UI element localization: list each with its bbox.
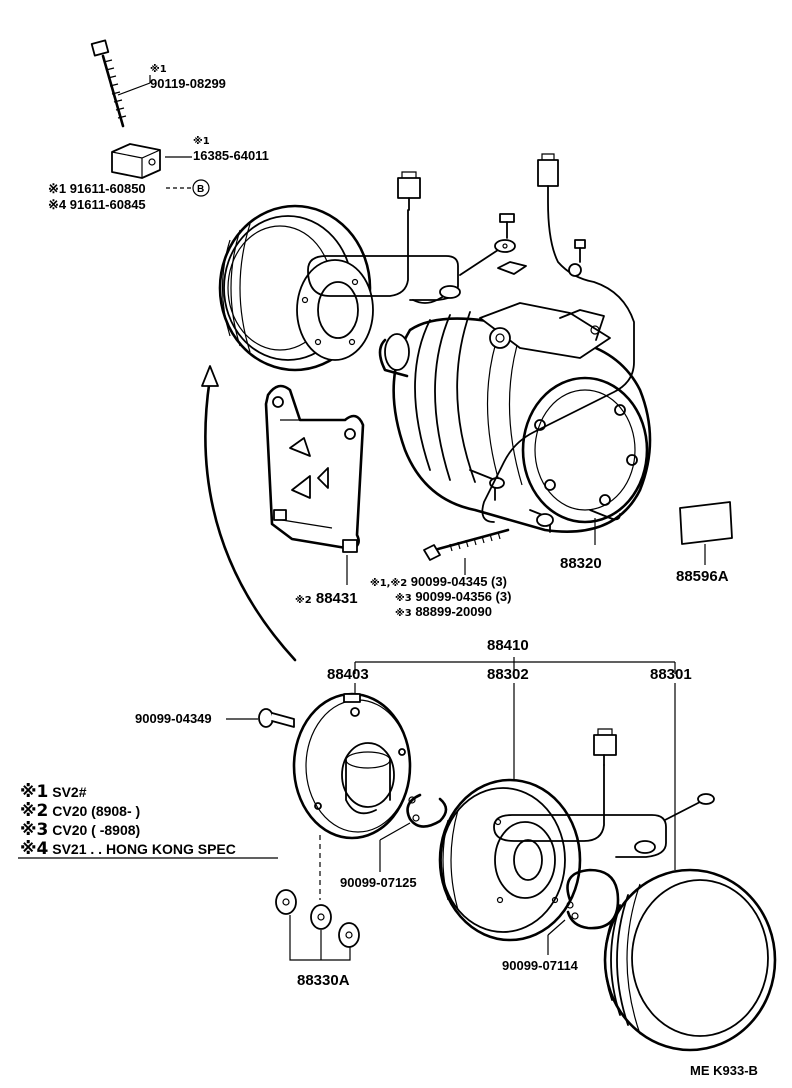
- bracket-bolt-1-number: 90099-04345 (3): [411, 574, 507, 589]
- svg-text:16385-64011: 16385-64011: [193, 148, 269, 163]
- bracket-bolt-3-mark: ※3: [395, 607, 412, 619]
- svg-text:88330A: 88330A: [297, 972, 350, 989]
- compressor-number: 88320: [560, 555, 602, 572]
- callout-b-circle: [192, 179, 210, 197]
- bracket-bolt-drawing: [423, 528, 510, 561]
- shims-drawing: [275, 889, 360, 948]
- ref-code: ME K933-B: [690, 1063, 758, 1078]
- shims-number: 88330A: [297, 972, 350, 989]
- legend-text-1: SV2#: [52, 784, 86, 800]
- svg-text:B: B: [197, 184, 204, 195]
- svg-text:90099-07114: 90099-07114: [502, 958, 579, 973]
- bolt-mark: ※1: [150, 63, 167, 75]
- svg-text:※1: ※1: [150, 63, 167, 75]
- compressor-drawing: [378, 302, 652, 533]
- bracket-mark: ※2: [295, 594, 312, 606]
- snap-ring-2-number: 90099-07114: [502, 958, 579, 973]
- bracket-number: 88431: [316, 590, 358, 607]
- svg-text:※3 CV20 ( -8908): ※3 CV20 ( -8908): [20, 820, 140, 840]
- legend-mark-1: ※1: [20, 782, 48, 802]
- snap-ring-1-drawing: [406, 793, 448, 828]
- legend-text-4: SV21 . . HONG KONG SPEC: [52, 841, 236, 857]
- upper-wire-harness: [307, 171, 516, 304]
- oring-a-mark: ※1: [48, 181, 66, 196]
- svg-text:※4 SV21 . . HONG KONG SP: ※4 SV21 . . HONG KONG SPEC: [20, 839, 236, 859]
- pulley-number: 88301: [650, 666, 692, 683]
- bolt-number: 90119-08299: [150, 76, 226, 91]
- svg-text:ME K933-B: ME K933-B: [690, 1063, 758, 1078]
- stator-wire: [493, 728, 715, 858]
- oring-b-mark: ※4: [48, 197, 67, 212]
- small-bolts-drawing: [497, 213, 586, 275]
- plate-bolt-drawing: [258, 708, 295, 728]
- snap-ring-1-number: 90099-07125: [340, 875, 417, 890]
- legend: ※1 SV2# ※2 CV20 (8908- ) ※3 CV20 ( -8908…: [18, 782, 278, 859]
- assembly-arrow: [204, 376, 297, 662]
- label-plate-number: 88596A: [676, 568, 729, 585]
- svg-text:88320: 88320: [560, 555, 602, 572]
- svg-text:※3 88899-20090: ※3 88899-20090: [395, 604, 492, 619]
- pressure-plate-drawing: [292, 692, 412, 840]
- snap-ring-2-drawing: [566, 868, 620, 930]
- svg-text:90099-04349: 90099-04349: [135, 711, 212, 726]
- upper-pulley-drawing: [218, 204, 374, 372]
- legend-text-3: CV20 ( -8908): [52, 822, 140, 838]
- pulley-drawing: [603, 868, 777, 1052]
- pressure-plate-number: 88403: [327, 666, 369, 683]
- legend-mark-4: ※4: [20, 839, 49, 859]
- svg-text:※2 88431: ※2 88431: [295, 590, 358, 607]
- stator-drawing: [438, 778, 582, 942]
- svg-text:88301: 88301: [650, 666, 692, 683]
- compressor-wire: [481, 153, 635, 523]
- legend-mark-2: ※2: [20, 801, 48, 821]
- oring-a-number: 91611-60850: [70, 181, 146, 196]
- oring-b-number: 91611-60845: [70, 197, 146, 212]
- stator-number: 88302: [487, 666, 529, 683]
- block-mark: ※1: [193, 135, 210, 147]
- bracket-bolt-2-mark: ※3: [395, 592, 412, 604]
- bracket-bolt-2-number: 90099-04356 (3): [415, 589, 511, 604]
- label-plate-drawing: [679, 501, 733, 545]
- svg-text:※1 SV2#: ※1 SV2#: [20, 782, 87, 802]
- svg-text:90099-07125: 90099-07125: [340, 875, 417, 890]
- svg-text:※4 91611-60845: ※4 91611-60845: [48, 197, 146, 212]
- svg-text:90119-08299: 90119-08299: [150, 76, 226, 91]
- svg-text:※2 CV20 (8908- ): ※2 CV20 (8908- ): [20, 801, 140, 821]
- block-number: 16385-64011: [193, 148, 269, 163]
- svg-text:※1: ※1: [193, 135, 210, 147]
- arrow-head: [201, 365, 219, 387]
- svg-text:88302: 88302: [487, 666, 529, 683]
- svg-text:※1 91611-60850: ※1 91611-60850: [48, 181, 146, 196]
- bracket-bolt-3-number: 88899-20090: [415, 604, 492, 619]
- bracket-drawing: [264, 384, 365, 553]
- legend-mark-3: ※3: [20, 820, 48, 840]
- svg-text:88410: 88410: [487, 637, 529, 654]
- callout-b: B: [197, 184, 204, 195]
- bracket-bolt-1-mark: ※1,※2: [370, 577, 407, 589]
- svg-text:88596A: 88596A: [676, 568, 729, 585]
- svg-text:※3 90099-04356 (3): ※3 90099-04356 (3): [395, 589, 511, 604]
- svg-text:※1,※2 90099-04345 (3): ※1,※2 90099-04345 (3): [370, 574, 507, 589]
- plate-bolt-number: 90099-04349: [135, 711, 212, 726]
- legend-text-2: CV20 (8908- ): [52, 803, 140, 819]
- clutch-assy-bracket: [354, 657, 676, 674]
- block-drawing: [111, 143, 161, 179]
- bolt-drawing: [90, 39, 127, 128]
- clutch-assy-number: 88410: [487, 637, 529, 654]
- svg-text:88403: 88403: [327, 666, 369, 683]
